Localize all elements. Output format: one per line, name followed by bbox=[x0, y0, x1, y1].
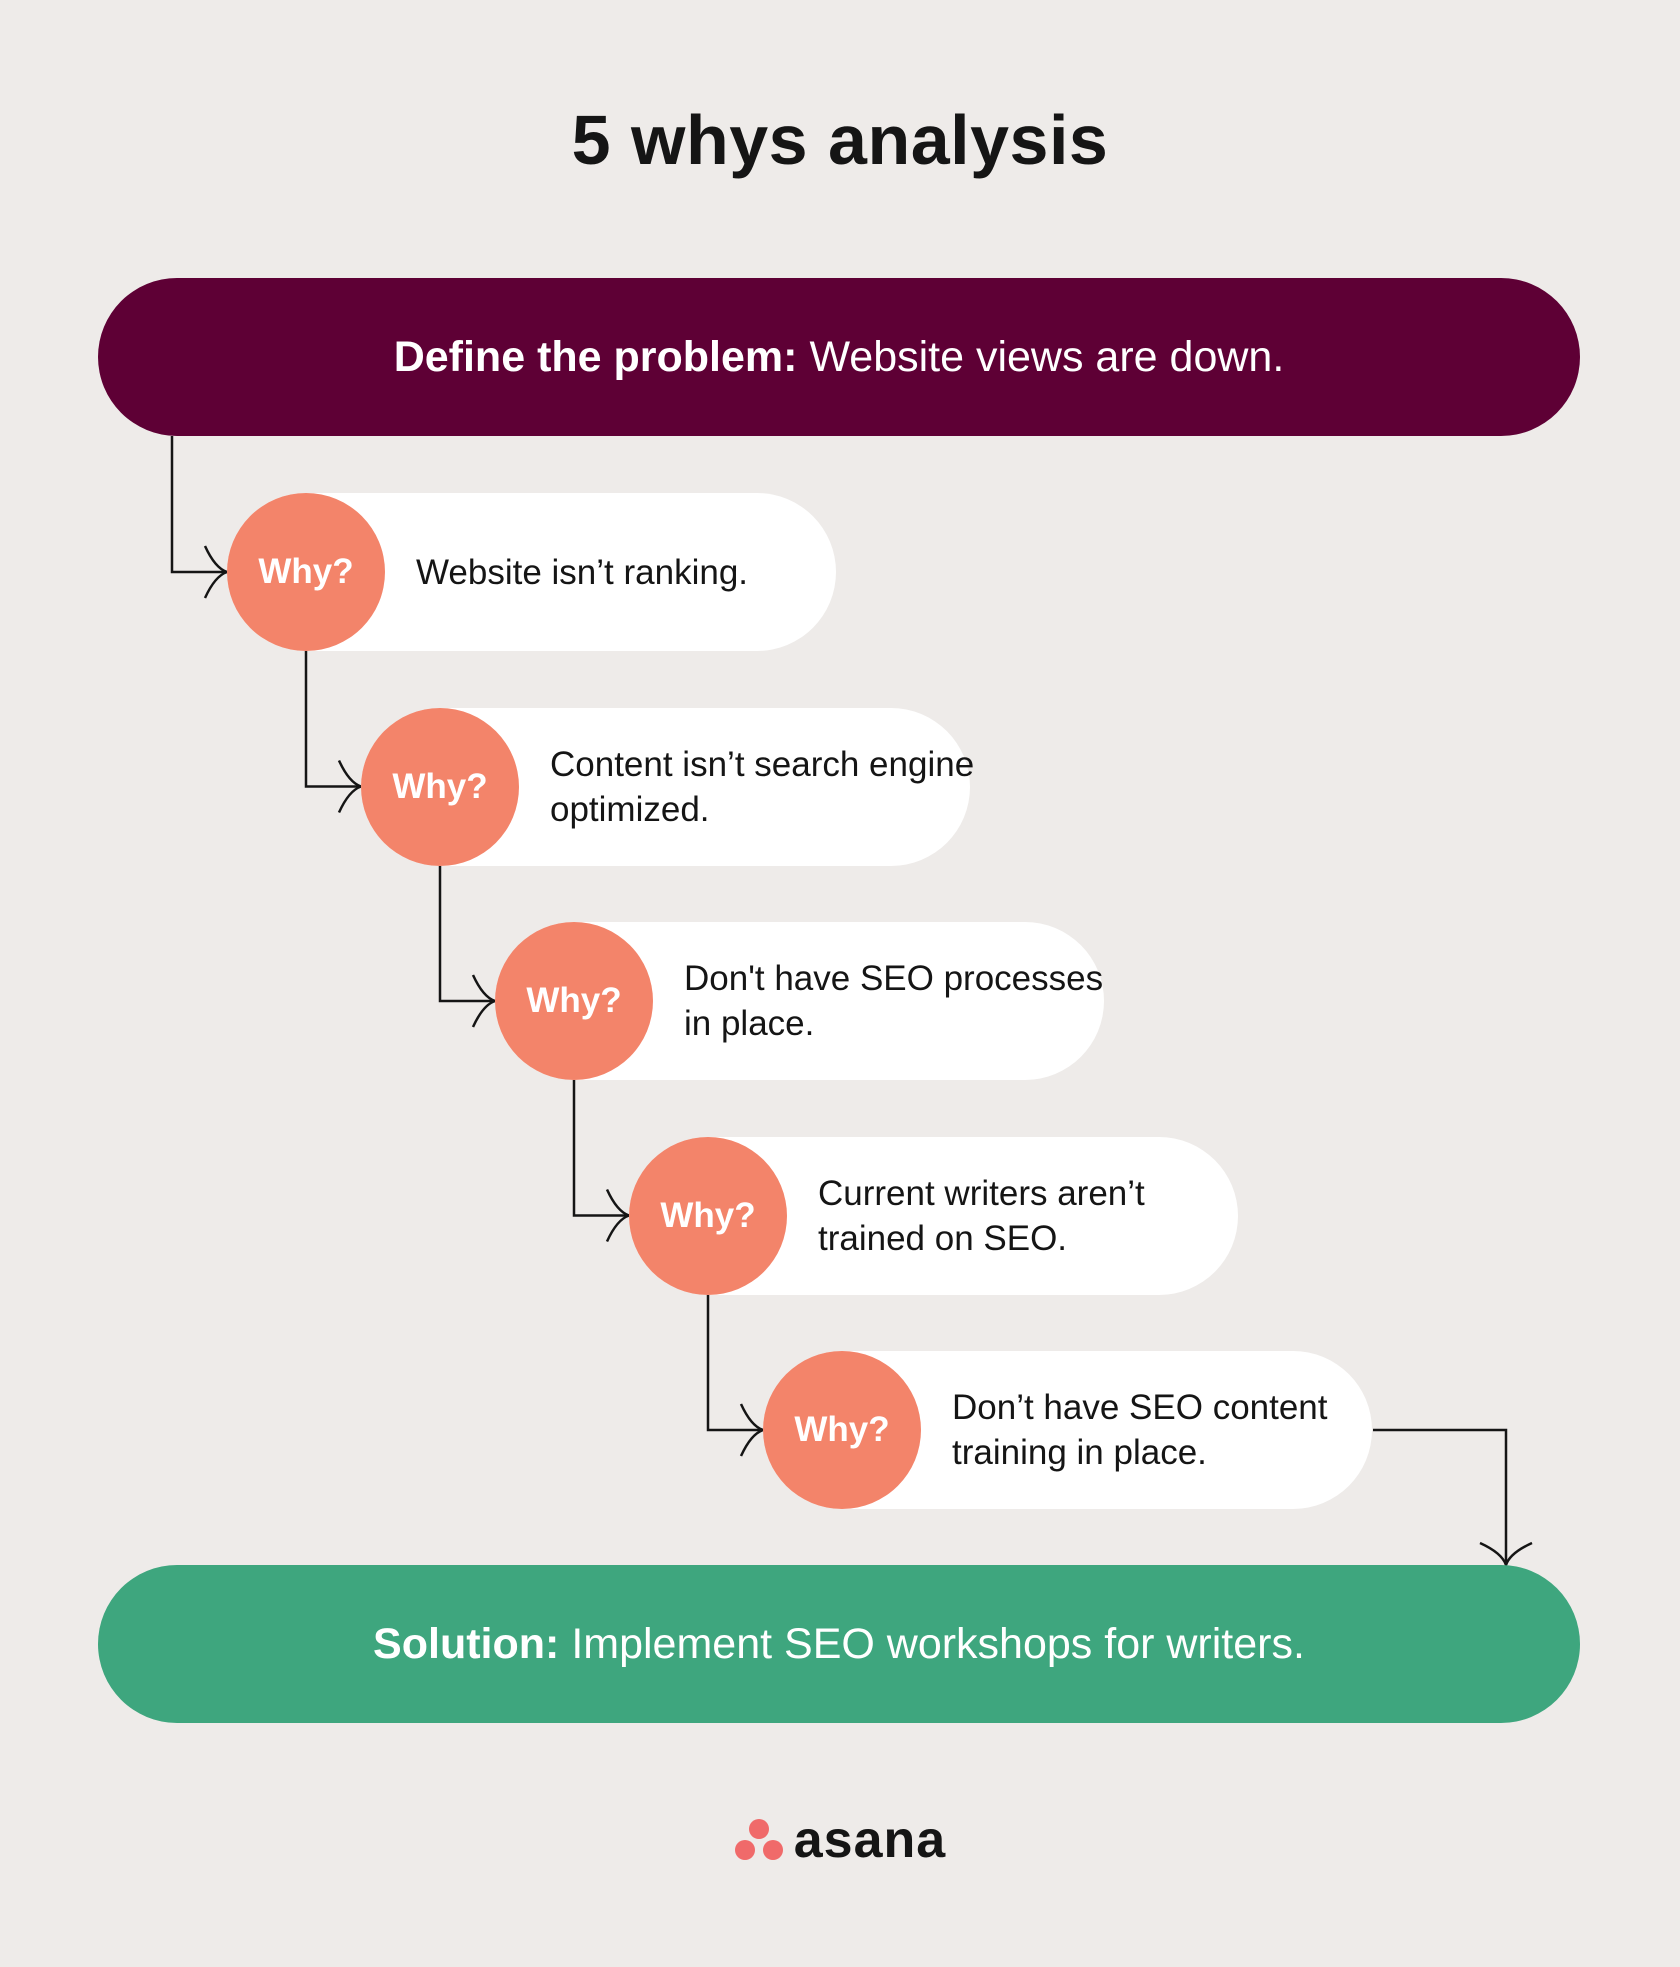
connector-line bbox=[304, 651, 361, 788]
connector-line bbox=[438, 865, 495, 1003]
why-answer: Current writers aren’t trained on SEO. bbox=[818, 1173, 1145, 1258]
why-answer: Don't have SEO processes in place. bbox=[684, 959, 1104, 1043]
why-answer: Website isn’t ranking. bbox=[416, 552, 749, 592]
why-badge: Why? bbox=[227, 493, 385, 651]
solution-label: Solution: bbox=[373, 1619, 560, 1668]
connector-line bbox=[170, 436, 227, 574]
why-answer: Don’t have SEO content training in place… bbox=[952, 1388, 1328, 1472]
connector-line bbox=[706, 1294, 763, 1432]
why-badge: Why? bbox=[495, 922, 653, 1080]
why-badge: Why? bbox=[763, 1351, 921, 1509]
problem-bar: Define the problem: Website views are do… bbox=[98, 278, 1580, 436]
problem-label: Define the problem: bbox=[393, 332, 798, 381]
logo-text: asana bbox=[793, 1811, 947, 1869]
why-answer: Content isn’t search engine optimized. bbox=[550, 744, 975, 829]
problem-text: Website views are down. bbox=[809, 332, 1285, 381]
why-badge: Why? bbox=[361, 707, 519, 866]
asana-logo: asana bbox=[0, 1810, 1680, 1870]
asana-dots-icon bbox=[734, 1819, 783, 1860]
why-badge: Why? bbox=[629, 1136, 787, 1295]
solution-bar: Solution: Implement SEO workshops for wr… bbox=[98, 1565, 1580, 1723]
page-title: 5 whys analysis bbox=[571, 101, 1109, 179]
connector-line bbox=[1373, 1428, 1508, 1565]
solution-text: Implement SEO workshops for writers. bbox=[571, 1619, 1305, 1668]
connector-line bbox=[572, 1080, 629, 1217]
